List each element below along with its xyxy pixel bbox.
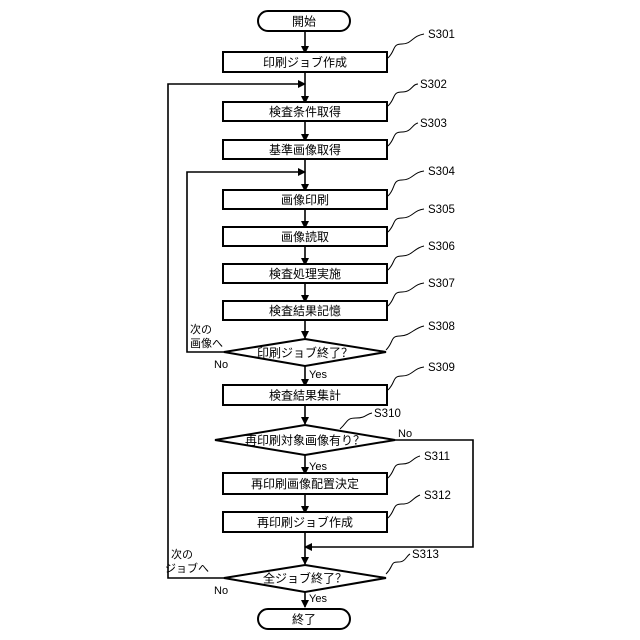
- step-id-s303: S303: [420, 118, 447, 130]
- yes-label-s308: Yes: [309, 369, 327, 381]
- start-label: 開始: [292, 15, 316, 29]
- branch-labels: 次の 画像へ No Yes No Yes 次の ジョブへ No Yes: [165, 322, 412, 605]
- step-id-s308: S308: [428, 321, 455, 333]
- decision-s313-label: 全ジョブ終了？: [263, 571, 347, 586]
- step-id-s311: S311: [424, 451, 450, 463]
- decision-s310: 再印刷対象画像有り？: [215, 425, 395, 455]
- no-label-s308: No: [214, 359, 228, 371]
- no-label-s310: No: [398, 428, 412, 440]
- step-s302-label: 検査条件取得: [269, 104, 341, 119]
- step-s304: 画像印刷: [223, 190, 387, 209]
- step-s301-label: 印刷ジョブ作成: [263, 55, 347, 70]
- step-s312-label: 再印刷ジョブ作成: [257, 515, 353, 530]
- start-terminal: 開始: [258, 11, 350, 31]
- step-s303: 基準画像取得: [223, 140, 387, 159]
- step-s311: 再印刷画像配置決定: [223, 473, 387, 494]
- step-s305: 画像読取: [223, 227, 387, 246]
- end-terminal: 終了: [258, 609, 350, 629]
- decision-s308: 印刷ジョブ終了？: [224, 339, 386, 366]
- step-id-s306: S306: [428, 241, 455, 253]
- yes-label-s310: Yes: [309, 461, 327, 473]
- next-job-label-2: ジョブへ: [165, 561, 209, 575]
- step-s305-label: 画像読取: [281, 229, 329, 244]
- step-s309-label: 検査結果集計: [269, 388, 341, 403]
- step-id-s301: S301: [428, 29, 455, 41]
- step-s303-label: 基準画像取得: [269, 142, 341, 157]
- step-s307-label: 検査結果記憶: [269, 303, 341, 318]
- end-label: 終了: [292, 612, 316, 627]
- step-s301: 印刷ジョブ作成: [223, 52, 387, 72]
- step-s302: 検査条件取得: [223, 102, 387, 121]
- decision-s308-label: 印刷ジョブ終了？: [257, 345, 353, 360]
- step-s304-label: 画像印刷: [281, 193, 329, 207]
- step-id-s309: S309: [428, 362, 455, 374]
- step-s311-label: 再印刷画像配置決定: [251, 476, 359, 491]
- next-image-label-1: 次の: [190, 322, 212, 336]
- step-id-s305: S305: [428, 204, 455, 216]
- step-id-s307: S307: [428, 278, 455, 290]
- step-s306: 検査処理実施: [223, 264, 387, 283]
- step-id-s302: S302: [420, 79, 447, 91]
- next-job-label-1: 次の: [171, 547, 193, 561]
- decision-s313: 全ジョブ終了？: [224, 565, 386, 592]
- step-id-s313: S313: [412, 549, 439, 561]
- yes-label-s313: Yes: [309, 593, 327, 605]
- step-s312: 再印刷ジョブ作成: [223, 512, 387, 532]
- step-s306-label: 検査処理実施: [269, 266, 341, 281]
- next-image-label-2: 画像へ: [190, 337, 223, 350]
- step-id-s304: S304: [428, 166, 455, 178]
- step-s309: 検査結果集計: [223, 385, 387, 405]
- step-s307: 検査結果記憶: [223, 301, 387, 320]
- step-id-s310: S310: [374, 408, 401, 420]
- decision-s310-label: 再印刷対象画像有り？: [245, 434, 365, 448]
- step-id-s312: S312: [424, 490, 451, 502]
- no-label-s313: No: [214, 585, 228, 597]
